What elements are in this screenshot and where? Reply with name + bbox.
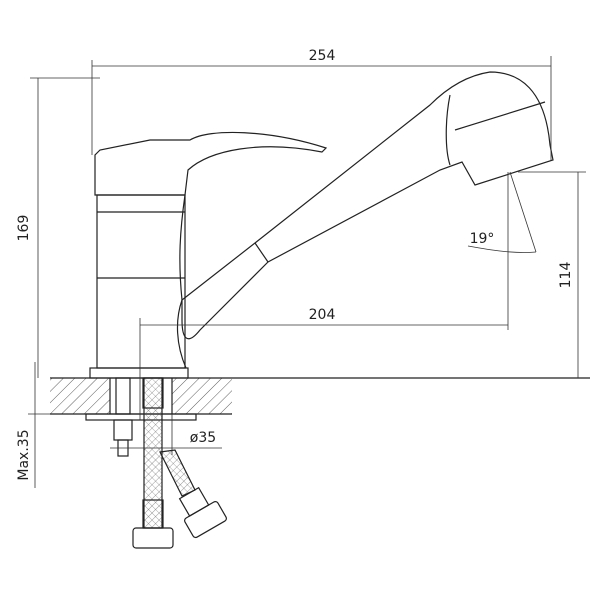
dimension-reach: 204	[139, 172, 509, 420]
angle-label: 19°	[470, 231, 495, 247]
height-label: 169	[16, 215, 32, 242]
dimension-outlet-height: 114	[518, 171, 586, 378]
dimension-counter-thickness: Max.35	[16, 362, 50, 488]
reach-label: 204	[309, 307, 336, 323]
mounting-hardware	[85, 377, 227, 549]
dimension-height: 169	[16, 77, 100, 378]
dimension-hole: ø35	[110, 414, 222, 455]
faucet-body	[89, 131, 328, 379]
dimension-length: 254	[91, 48, 552, 160]
countertop	[50, 377, 590, 415]
length-label: 254	[309, 48, 336, 64]
outlet-height-label: 114	[558, 262, 574, 289]
hole-label: ø35	[190, 430, 216, 446]
dimension-angle: 19°	[467, 171, 537, 253]
pull-out-spout	[181, 71, 554, 340]
thickness-label: Max.35	[16, 429, 32, 480]
